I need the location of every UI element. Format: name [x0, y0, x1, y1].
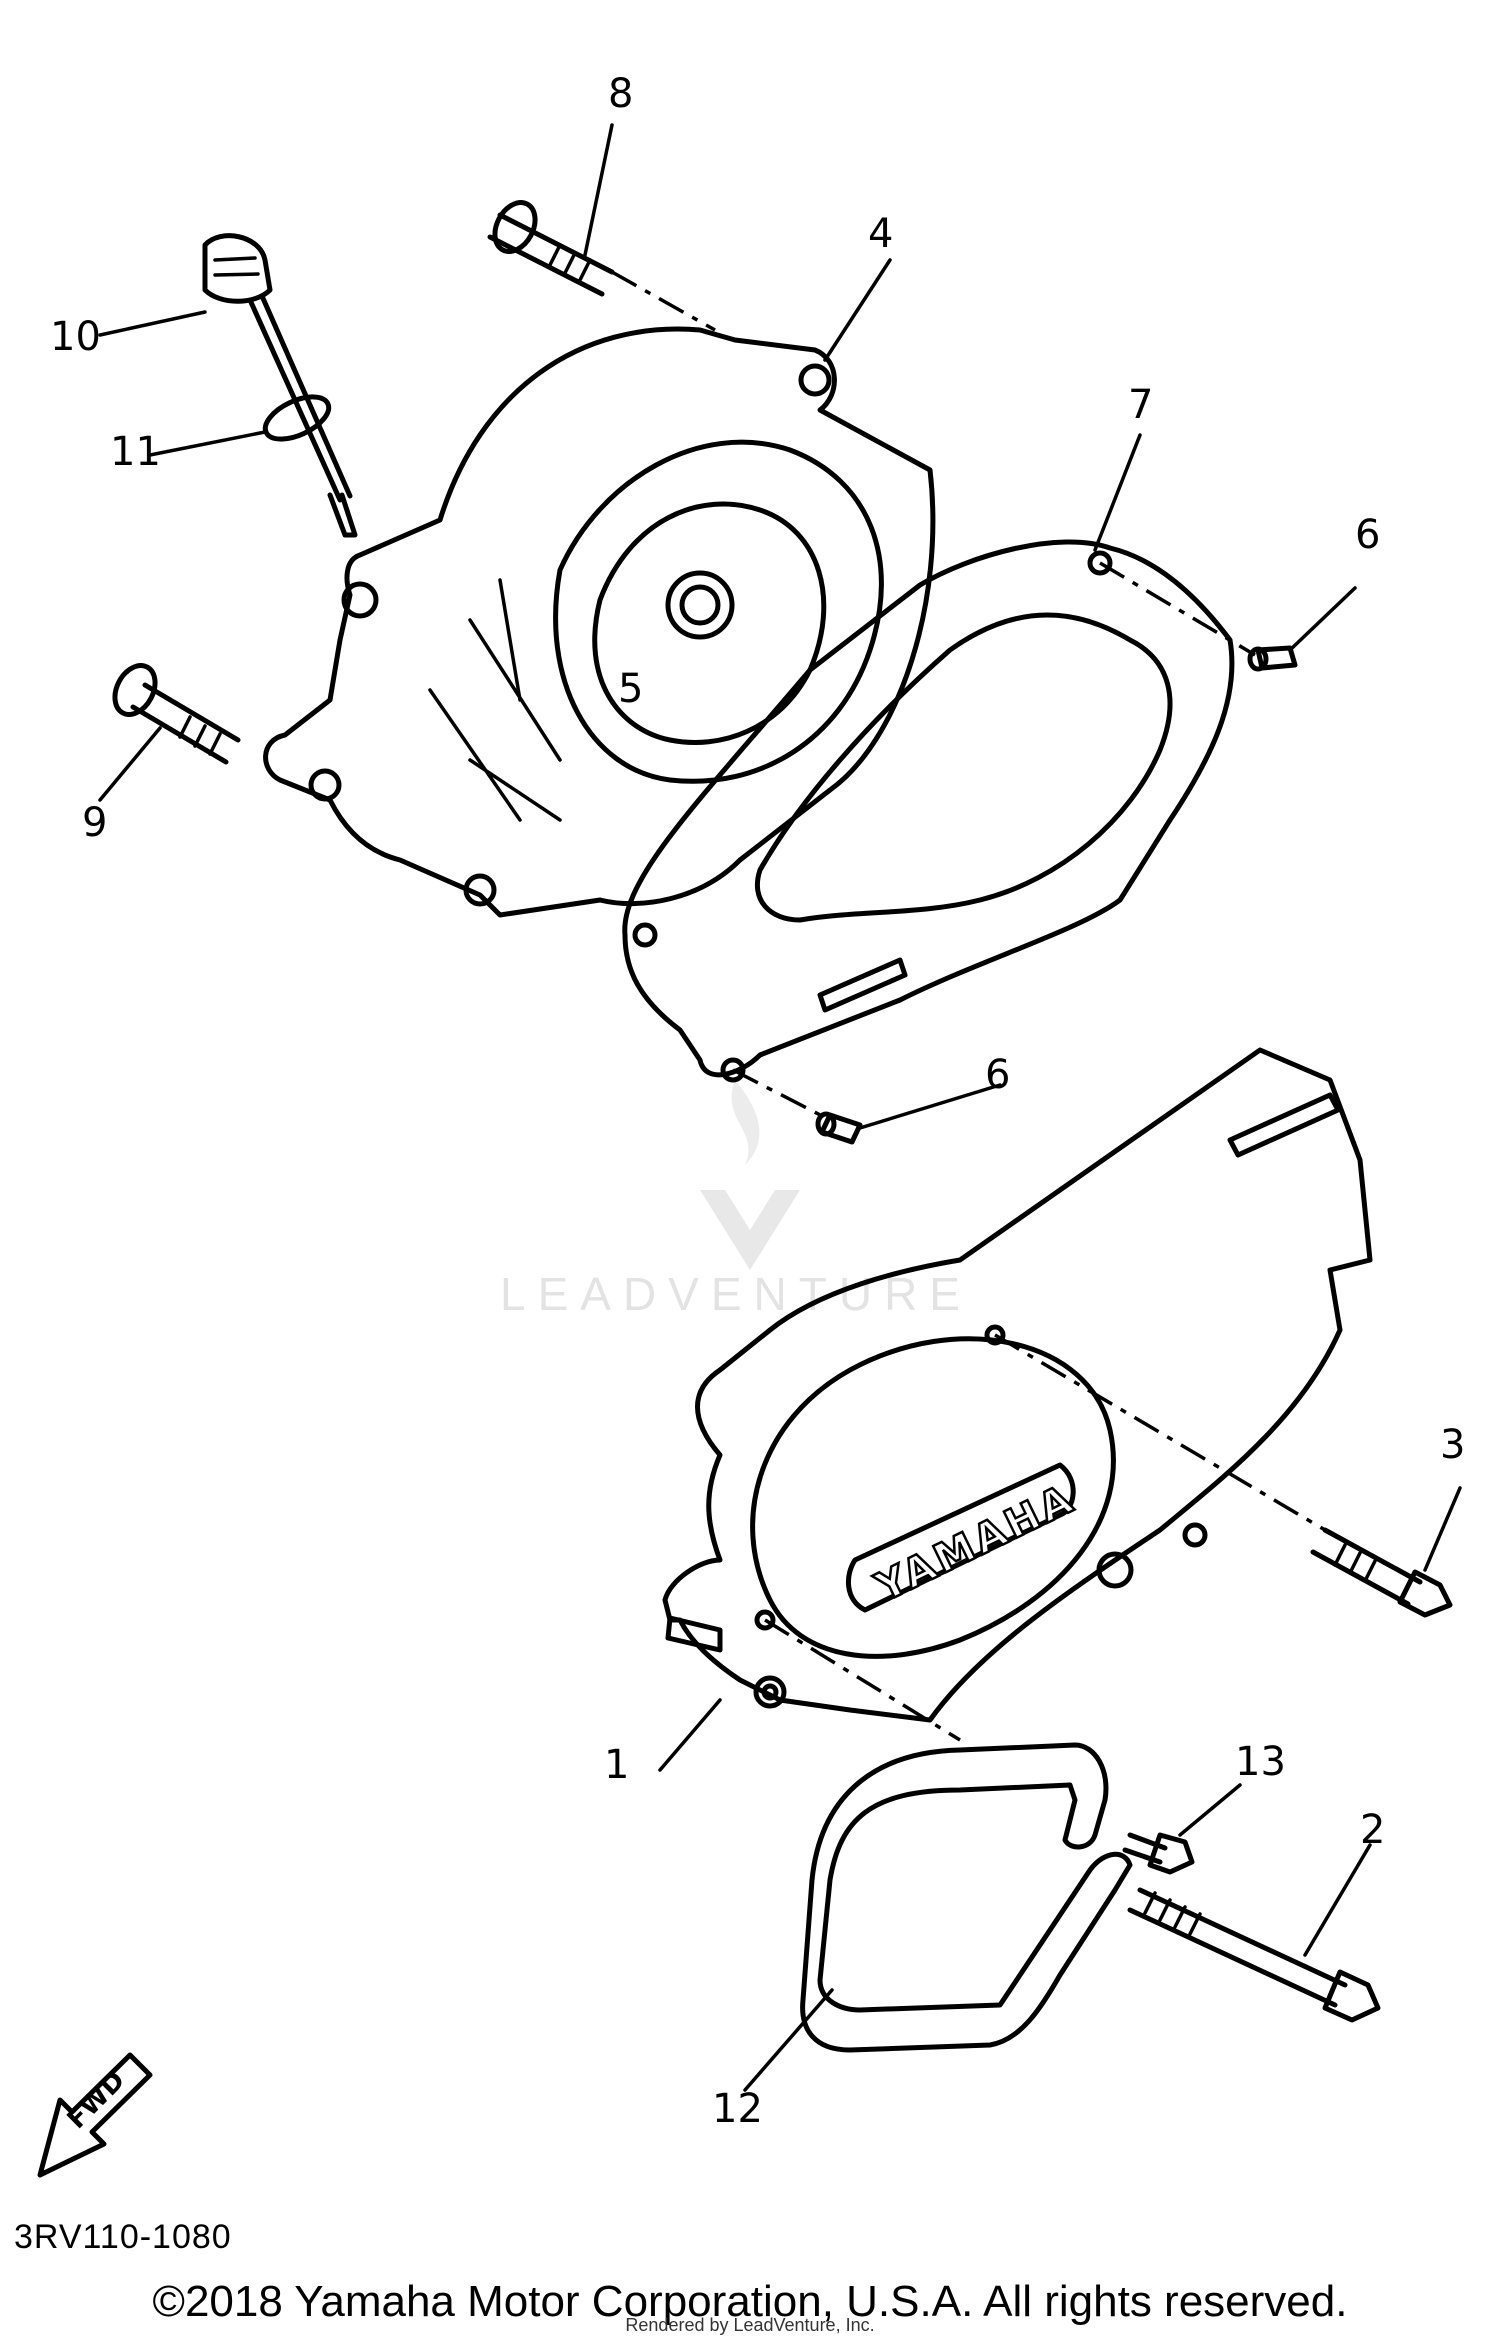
part-4-crankcase-cover [263, 326, 936, 918]
callout-6-lower: 6 [985, 1052, 1010, 1098]
callout-2: 2 [1360, 1807, 1385, 1853]
part-1-clutch-cover: YAMAHA [662, 1047, 1373, 1723]
callout-labels: 1 2 3 4 5 6 6 7 8 9 10 11 12 13 [50, 71, 1465, 2132]
callout-13: 13 [1235, 1739, 1286, 1785]
callout-4: 4 [868, 211, 893, 257]
alignment-line [611, 270, 716, 332]
callout-8: 8 [608, 71, 633, 117]
rendered-by-note: Rendered by LeadVenture, Inc. [625, 2315, 875, 2335]
callout-1: 1 [604, 1742, 629, 1788]
copyright-notice: ©2018 Yamaha Motor Corporation, U.S.A. A… [152, 2277, 1348, 2326]
watermark-text: LEADVENTURE [500, 1268, 972, 1320]
yamaha-logo-text: YAMAHA [868, 1475, 1083, 1611]
alignment-line [732, 1068, 831, 1122]
callout-7: 7 [1128, 382, 1153, 428]
callout-5: 5 [618, 666, 643, 712]
callout-3: 3 [1440, 1422, 1465, 1468]
part-12-bracket [800, 1742, 1133, 2053]
part-8-bolt [487, 200, 615, 297]
callout-9: 9 [82, 800, 107, 846]
part-10-dipstick [202, 233, 358, 538]
alignment-line [1099, 561, 1256, 657]
diagram-code: 3RV110-1080 [14, 2218, 232, 2256]
part-2-bolt [1127, 1887, 1381, 2023]
part-9-bolt [112, 663, 241, 765]
part-13-bolt [1122, 1832, 1195, 1875]
callout-10: 10 [50, 314, 101, 360]
fwd-arrow-icon: FWD [37, 2052, 153, 2178]
part-3-bolt [1310, 1527, 1453, 1618]
callout-6-upper: 6 [1355, 512, 1380, 558]
part-6-dowel-upper [1247, 645, 1298, 672]
callout-11: 11 [110, 429, 161, 475]
alignment-line [764, 1618, 961, 1742]
part-7-gasket [622, 539, 1235, 1083]
leader-lines [98, 123, 1462, 2092]
callout-12: 12 [712, 2086, 763, 2132]
alignment-line [994, 1333, 1326, 1532]
part-6-dowel-lower [815, 1111, 863, 1145]
